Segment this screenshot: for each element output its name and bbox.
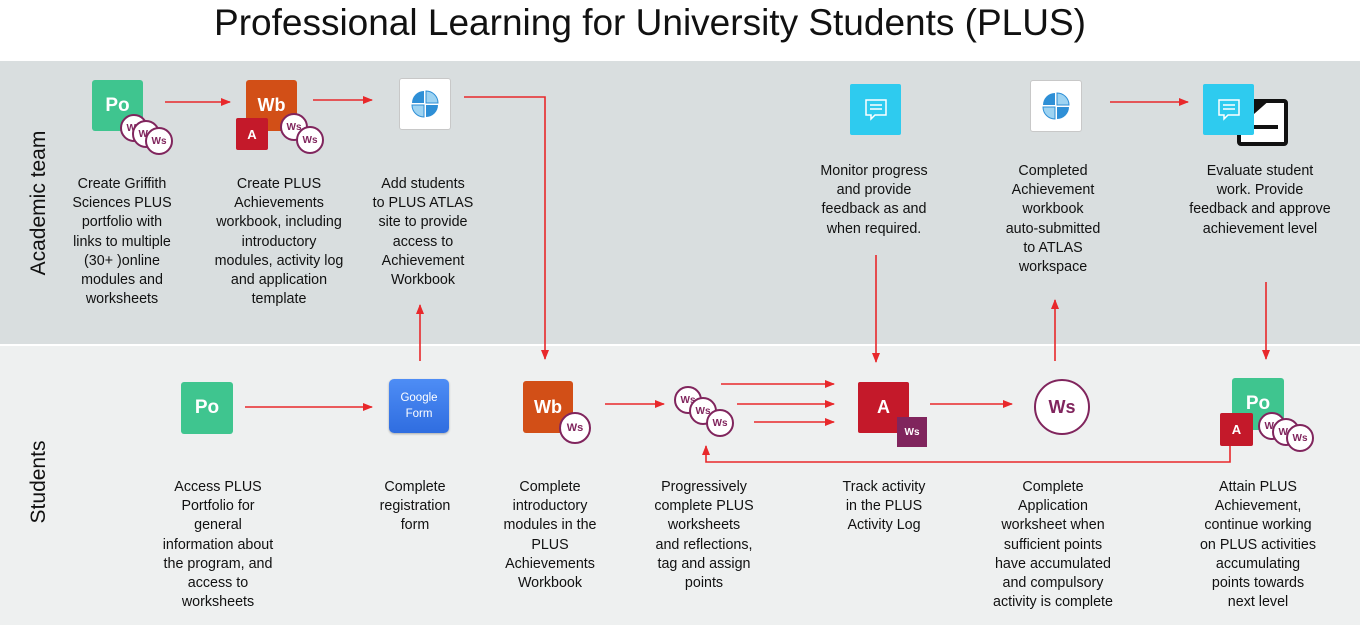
academic-step-6-label: Evaluate student work. Provide feedback …: [1189, 163, 1331, 237]
google-form-label: Form: [405, 408, 433, 420]
student-step-7-label: Attain PLUS Achievement, continue workin…: [1199, 479, 1316, 611]
lane-label-students: Students: [27, 440, 50, 524]
worksheet-icon: Ws: [1286, 424, 1314, 452]
atlas-icon: [399, 78, 451, 130]
message-icon: [1203, 84, 1254, 135]
academic-step-1-label: Create Griffith Sciences PLUS portfolio …: [72, 176, 172, 308]
lane-label-academic: Academic team: [27, 130, 50, 276]
worksheet-icon: Ws: [706, 409, 734, 437]
chat-bubble-icon: [864, 98, 887, 121]
portfolio-icon: Po: [181, 382, 233, 434]
academic-step-3-label: Add students to PLUS ATLAS site to provi…: [372, 176, 474, 289]
academic-lane: [0, 61, 1360, 344]
message-icon: [850, 84, 901, 135]
worksheet-icon: Ws: [296, 126, 324, 154]
student-step-5-label: Track activity in the PLUS Activity Log: [842, 479, 926, 534]
academic-step-2-label: Create PLUS Achievements workbook, inclu…: [214, 176, 344, 308]
academic-step-4-label: Monitor progress and provide feedback as…: [820, 163, 928, 237]
worksheet-icon: Ws: [559, 412, 591, 444]
student-step-2-label: Complete registration form: [379, 479, 451, 534]
worksheet-icon: Ws: [1034, 379, 1090, 435]
atlas-logo-icon: [1042, 92, 1070, 120]
atlas-icon: [1030, 80, 1082, 132]
student-step-6-label: Complete Application worksheet when suff…: [993, 479, 1113, 611]
atlas-logo-icon: [411, 90, 439, 118]
academic-step-5-label: Completed Achievement workbook auto-subm…: [1005, 163, 1101, 276]
worksheet-badge-icon: Ws: [897, 417, 927, 447]
access-icon: A: [1220, 413, 1253, 446]
worksheet-icon: Ws: [145, 127, 173, 155]
google-form-icon: Google Form: [389, 379, 449, 433]
student-step-4-label: Progressively complete PLUS worksheets a…: [654, 479, 754, 592]
student-step-3-label: Complete introductory modules in the PLU…: [503, 479, 597, 592]
student-step-1-label: Access PLUS Portfolio for general inform…: [162, 479, 274, 611]
access-icon: A: [236, 118, 268, 150]
chat-bubble-icon: [1217, 98, 1240, 121]
diagram-title: Professional Learning for University Stu…: [214, 2, 1086, 43]
google-form-label: Google: [400, 392, 438, 404]
